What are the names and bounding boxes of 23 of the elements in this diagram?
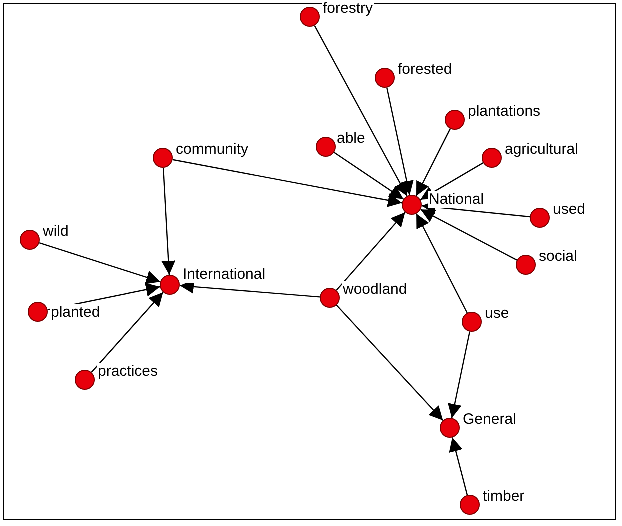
arrow	[314, 26, 408, 196]
node-label: International	[182, 266, 267, 283]
arrow	[420, 209, 518, 261]
node-label: National	[428, 191, 486, 208]
arrow	[416, 214, 468, 314]
node-label: forestry	[322, 0, 374, 17]
arrow	[91, 292, 164, 373]
node-label: practices	[97, 363, 160, 380]
arrow	[162, 168, 176, 276]
arrow	[172, 159, 402, 208]
arrow	[448, 332, 471, 418]
node-label: plantations	[467, 103, 542, 120]
arrow	[336, 304, 444, 422]
arrow	[336, 212, 406, 291]
node-label: planted	[50, 304, 102, 321]
arrow	[420, 162, 484, 200]
arrow	[39, 242, 161, 284]
node-label: community	[175, 141, 250, 158]
arrow	[386, 88, 414, 196]
arrow	[449, 438, 468, 496]
node-label: agricultural	[504, 141, 580, 158]
arrow	[334, 152, 404, 200]
arrow	[416, 128, 452, 196]
